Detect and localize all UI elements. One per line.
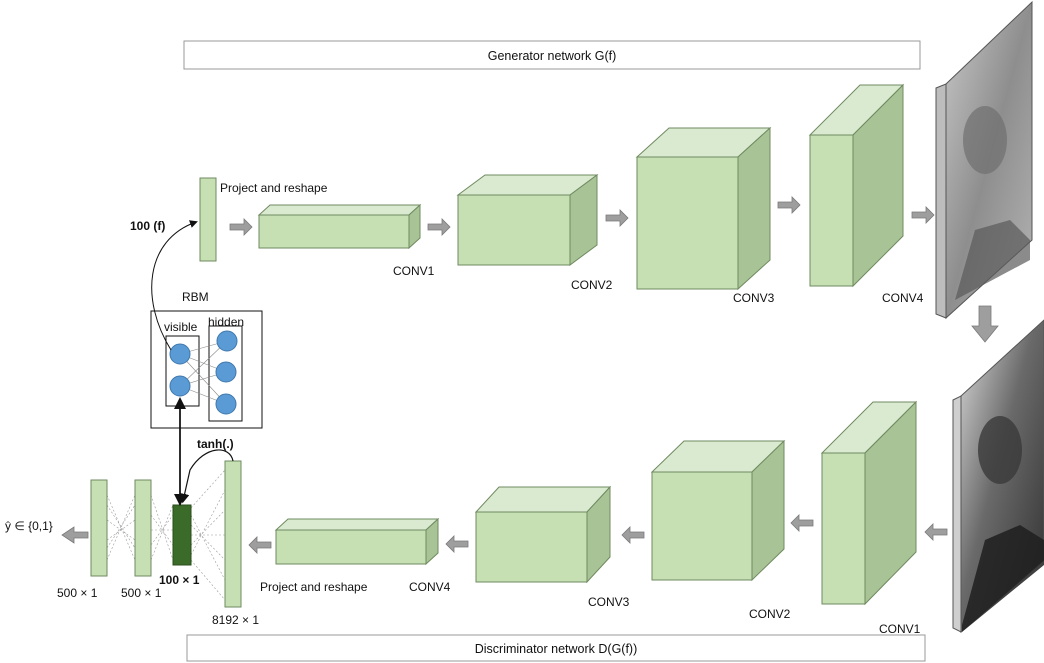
flow-arrow-icon [248, 536, 272, 554]
fc-500a-label: 500 × 1 [57, 586, 98, 600]
rbm-visible-node [169, 343, 191, 365]
rbm-hidden-node [215, 361, 237, 383]
flow-arrow-icon [777, 196, 801, 214]
disc-conv3-label: CONV3 [588, 595, 630, 609]
generated-image [935, 0, 1033, 320]
real-image [952, 319, 1044, 634]
disc-conv2-block [650, 439, 786, 582]
generator-flow-arrows [229, 196, 935, 236]
generator-project-label: Project and reshape [220, 181, 328, 195]
gen-conv3-block [635, 126, 772, 291]
rbm-title: RBM [182, 290, 209, 304]
gen-conv2-label: CONV2 [571, 278, 613, 292]
tanh-label: tanh(.) [197, 437, 234, 451]
rbm-to-input-arrow [151, 220, 198, 351]
flow-arrow-icon [427, 218, 451, 236]
discriminator-title: Discriminator network D(G(f)) [475, 642, 638, 656]
generator-input-vector [199, 177, 217, 262]
disc-conv1-block [820, 400, 918, 606]
down-arrow-icon [971, 305, 999, 343]
rbm-hidden-node [216, 330, 238, 352]
fc-layer-500-a [90, 479, 108, 577]
disc-project-label: Project and reshape [260, 580, 368, 594]
flow-arrow-icon [229, 218, 253, 236]
gen-conv1-label: CONV1 [393, 264, 435, 278]
fc-8192-label: 8192 × 1 [212, 613, 259, 627]
flow-arrow-icon [790, 514, 814, 532]
bottleneck-layer-100 [172, 504, 192, 566]
flow-arrow-icon [605, 209, 629, 227]
rbm-hidden-label: hidden [208, 315, 244, 329]
output-label: ŷ ∈ {0,1} [5, 519, 53, 533]
disc-conv3-block [474, 485, 612, 584]
fc-500b-label: 500 × 1 [121, 586, 162, 600]
flow-arrow-icon [61, 526, 89, 544]
fully-connected-connections [106, 469, 226, 601]
generator-input-label: 100 (f) [130, 219, 165, 233]
gen-conv4-block [808, 83, 905, 288]
generator-title: Generator network G(f) [488, 49, 617, 63]
gen-conv1-block [257, 203, 422, 250]
gen-conv4-label: CONV4 [882, 291, 924, 305]
fc-layer-500-b [134, 479, 152, 577]
bottleneck-label: 100 × 1 [159, 573, 200, 587]
discriminator-banner: Discriminator network D(G(f)) [186, 634, 926, 662]
flow-arrow-icon [911, 206, 935, 224]
rbm-visible-label: visible [164, 320, 198, 334]
rbm-hidden-group [208, 325, 243, 422]
discriminator-flow-arrows [61, 514, 948, 554]
fc-layer-8192 [224, 460, 242, 608]
rbm-visible-node [169, 375, 191, 397]
tanh-arrow [179, 449, 234, 504]
generator-banner: Generator network G(f) [183, 40, 921, 70]
disc-conv4-block [274, 517, 440, 566]
rbm-box: visible hidden [150, 310, 263, 429]
disc-conv1-label: CONV1 [879, 622, 921, 636]
flow-arrow-icon [924, 523, 948, 541]
disc-conv2-label: CONV2 [749, 607, 791, 621]
disc-conv4-label: CONV4 [409, 580, 451, 594]
flow-arrow-icon [445, 535, 469, 553]
gen-conv2-block [456, 174, 599, 266]
rbm-hidden-node [215, 393, 237, 415]
gen-conv3-label: CONV3 [733, 291, 775, 305]
flow-arrow-icon [621, 526, 645, 544]
